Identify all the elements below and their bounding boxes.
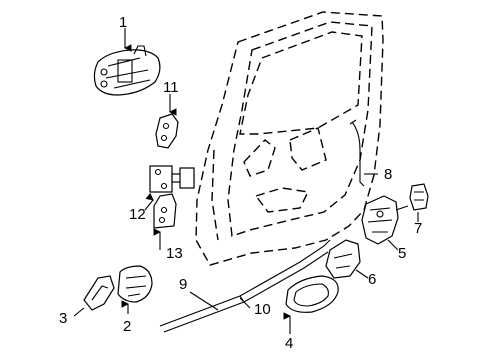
escutcheon-part xyxy=(83,275,115,311)
clip-part xyxy=(409,183,429,211)
door-check-part xyxy=(149,165,195,193)
callout-2: 2 xyxy=(123,318,131,335)
callout-9: 9 xyxy=(179,276,187,293)
outside-handle-part xyxy=(93,45,161,96)
callout-6: 6 xyxy=(368,271,376,288)
callout-3: 3 xyxy=(59,310,67,327)
door-outline xyxy=(195,11,384,266)
callout-13: 13 xyxy=(166,245,183,262)
callout-10: 10 xyxy=(254,301,271,318)
bracket-part xyxy=(155,113,179,149)
callout-5: 5 xyxy=(398,245,406,262)
callout-7: 7 xyxy=(414,220,422,237)
leader-lines xyxy=(73,28,419,334)
inside-handle-bracket-part xyxy=(325,239,361,279)
callout-11: 11 xyxy=(163,79,179,96)
callout-8: 8 xyxy=(384,166,392,183)
lock-rod-part xyxy=(349,119,365,187)
handle-cover-part xyxy=(117,265,153,303)
callout-1: 1 xyxy=(119,14,127,31)
callouts: 1 2 3 4 5 6 7 8 9 10 11 12 13 xyxy=(59,14,422,352)
callout-4: 4 xyxy=(285,335,293,352)
inside-handle-part xyxy=(285,275,339,313)
door-lock-part xyxy=(361,195,409,245)
hinge-part xyxy=(153,193,177,229)
callout-12: 12 xyxy=(129,206,146,223)
